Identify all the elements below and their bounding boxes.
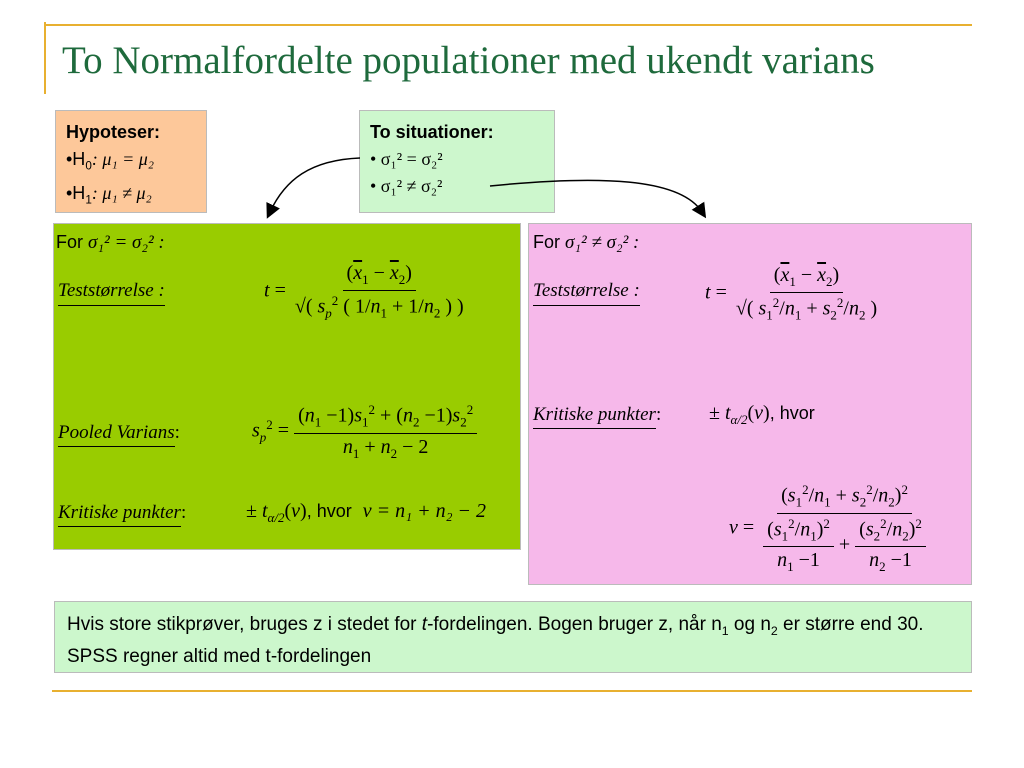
top-rule — [44, 24, 972, 26]
h1-line: •H1: μ₁ ≠ μ₂ — [66, 180, 196, 214]
unequal-for-label: For — [533, 232, 560, 252]
note-text-1: Hvis store stikprøver, bruges z i stedet… — [67, 614, 422, 635]
pooled-variance-label: Pooled Varians — [58, 422, 175, 447]
h0-prefix: •H — [66, 149, 86, 169]
unequal-for-line: For σ₁² ≠ σ₂² : — [533, 232, 639, 254]
arrow-to-equal-case — [266, 157, 361, 219]
equal-pooled-line: Pooled Varians: — [58, 422, 180, 447]
title-accent-line — [44, 22, 46, 94]
h1-sub: 1 — [85, 193, 92, 207]
slide-title: To Normalfordelte populationer med ukend… — [62, 39, 875, 82]
pooled-colon: : — [174, 422, 180, 443]
arrow-to-unequal-case — [489, 179, 707, 219]
note-text-2: -fordelingen. Bogen bruger z, når n — [427, 614, 722, 635]
h0-expression: : μ₁ = μ₂ — [91, 149, 155, 169]
hypotheses-box: Hypoteser: •H0: μ₁ = μ₂ •H1: μ₁ ≠ μ₂ — [55, 110, 207, 213]
hypotheses-heading: Hypoteser: — [66, 122, 161, 142]
unequal-critical-line: Kritiske punkter: — [533, 404, 662, 429]
unequal-hvor: , hvor — [769, 403, 815, 423]
equal-for-label: For — [56, 232, 83, 252]
unequal-variance-panel: For σ₁² ≠ σ₂² : Teststørrelse : t = (x1 … — [528, 223, 972, 585]
equal-for-line: For σ₁² = σ₂² : — [56, 232, 165, 254]
note-text-4: er større end 30. SPSS regner altid med … — [67, 614, 924, 667]
unequal-teststat-formula: t = (x1 − x2) √( s12/n1 + s22/n2 ) — [705, 264, 878, 323]
situations-box: To situationer: • σ₁² = σ₂² • σ₁² ≠ σ₂² — [359, 110, 555, 213]
situation-unequal: • σ₁² ≠ σ₂² — [370, 176, 443, 196]
situation-equal: • σ₁² = σ₂² — [370, 149, 443, 169]
unequal-critical-formula: ± tα/2(ν), hvor — [709, 402, 815, 427]
h1-expression: : μ₁ ≠ μ₂ — [91, 182, 152, 203]
h1-prefix: •H — [66, 182, 86, 203]
bottom-rule — [52, 690, 972, 692]
equal-df-formula: ν = n₁ + n₂ − 2 — [362, 500, 487, 522]
equal-teststat-label: Teststørrelse : — [58, 280, 165, 306]
equal-critical-label: Kritiske punkter — [58, 502, 181, 527]
note-text-3: og n — [728, 614, 771, 635]
equal-variance-panel: For σ₁² = σ₂² : Teststørrelse : t = (x1 … — [53, 223, 521, 550]
h0-line: •H0: μ₁ = μ₂ — [66, 146, 196, 180]
equal-condition: σ₁² = σ₂² : — [88, 232, 165, 253]
equal-hvor: , hvor — [306, 501, 352, 521]
unequal-critical-colon: : — [655, 404, 662, 425]
note-sub-2: 2 — [770, 623, 778, 638]
equal-critical-formula: ± tα/2(ν), hvor ν = n₁ + n₂ − 2 — [246, 500, 487, 525]
unequal-condition: σ₁² ≠ σ₂² : — [565, 232, 640, 253]
unequal-teststat-label: Teststørrelse : — [533, 280, 640, 306]
pooled-variance-formula: sp2 = (n1 −1)s12 + (n2 −1)s22 n1 + n2 − … — [252, 402, 478, 462]
situations-heading: To situationer: — [370, 122, 494, 142]
h0-sub: 0 — [85, 159, 92, 173]
equal-critical-line: Kritiske punkter: — [58, 502, 187, 527]
equal-critical-colon: : — [180, 502, 187, 523]
note-t-italic: t — [421, 614, 428, 635]
equal-teststat-formula: t = (x1 − x2) √( sp2 ( 1/n1 + 1/n2 ) ) — [264, 262, 464, 321]
large-sample-note: Hvis store stikprøver, bruges z i stedet… — [54, 601, 972, 673]
unequal-critical-label: Kritiske punkter — [533, 404, 656, 429]
note-sub-1: 1 — [721, 623, 729, 638]
